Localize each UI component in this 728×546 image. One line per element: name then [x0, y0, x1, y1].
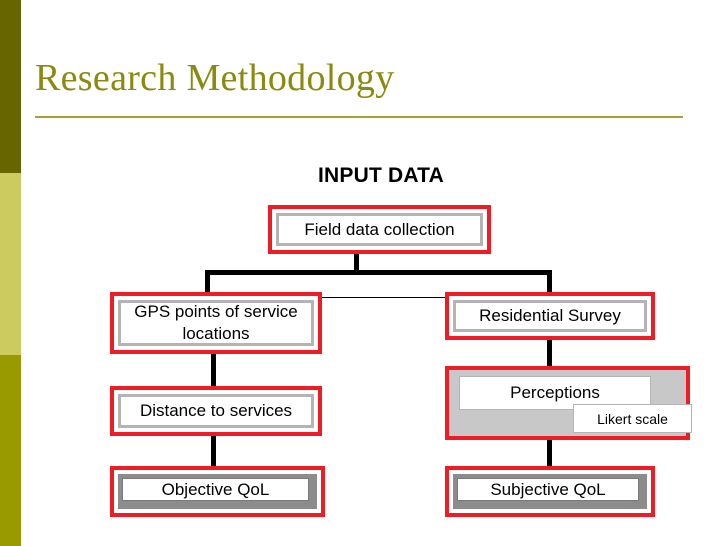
node-perceptions-group[interactable]: Perceptions Likert scale [445, 366, 692, 440]
node-gps-points-label: GPS points of service locations [118, 300, 314, 346]
node-distance-to-services-label: Distance to services [118, 394, 314, 428]
connector-root-down [354, 252, 359, 274]
node-subjective-qol[interactable]: Subjective QoL [445, 466, 655, 517]
node-field-data-collection[interactable]: Field data collection [268, 205, 491, 254]
connector-crosslink [316, 297, 446, 298]
node-objective-qol[interactable]: Objective QoL [110, 466, 325, 517]
connector-split-bar [205, 270, 552, 275]
slide-title: Research Methodology [35, 57, 395, 99]
node-likert-scale-label[interactable]: Likert scale [573, 404, 692, 433]
node-gps-points[interactable]: GPS points of service locations [110, 292, 322, 354]
connector-distance-to-objective [211, 436, 216, 468]
node-residential-survey-label: Residential Survey [453, 300, 647, 332]
node-field-data-collection-label: Field data collection [276, 213, 483, 246]
title-divider [35, 116, 683, 118]
connector-right-down [547, 270, 552, 304]
node-distance-to-services[interactable]: Distance to services [110, 386, 322, 436]
sidebar-band-middle [0, 173, 21, 355]
node-residential-survey[interactable]: Residential Survey [445, 292, 655, 340]
section-heading-input-data: INPUT DATA [317, 164, 445, 187]
connector-gps-to-distance [211, 352, 216, 388]
connector-left-down [205, 270, 210, 304]
sidebar-band-top [0, 0, 21, 173]
connector-survey-to-perceptions [547, 340, 552, 368]
node-objective-qol-label: Objective QoL [122, 478, 309, 501]
sidebar-band-bottom [0, 355, 21, 546]
node-subjective-qol-label: Subjective QoL [457, 478, 639, 501]
connector-perceptions-to-subjective [547, 440, 552, 468]
